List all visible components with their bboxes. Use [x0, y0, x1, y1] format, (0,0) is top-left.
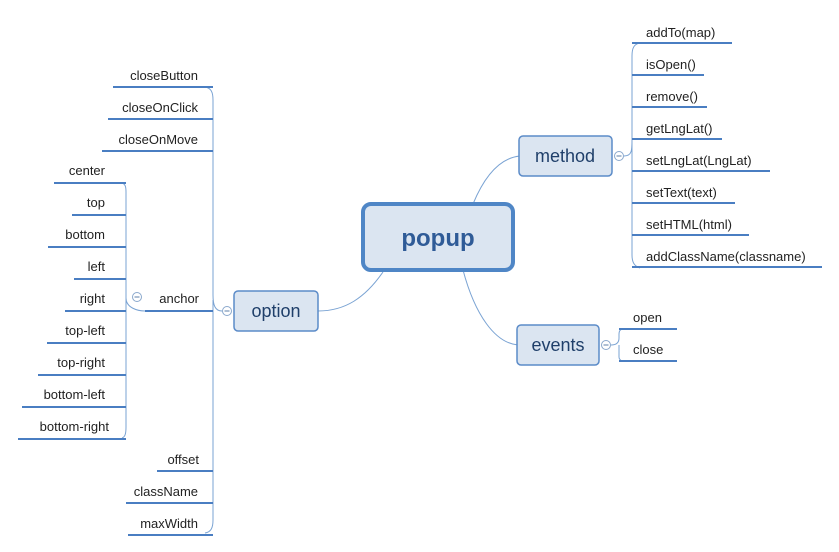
option-item-label: closeButton: [130, 68, 198, 83]
connector-root-option: [317, 271, 384, 312]
option-item-6[interactable]: className: [126, 484, 213, 504]
option-item-label: closeOnMove: [119, 132, 198, 147]
option-item-7[interactable]: maxWidth: [128, 516, 213, 536]
anchor-trunk: [121, 182, 146, 439]
option-item-3[interactable]: closeOnMove: [102, 132, 213, 152]
method-item-label: remove(): [646, 89, 698, 104]
method-collapse-toggle[interactable]: [614, 151, 624, 161]
method-item-1[interactable]: addTo(map): [632, 25, 732, 44]
method-item-7[interactable]: setHTML(html): [632, 217, 749, 236]
option-label: option: [251, 301, 300, 321]
connector-root-method: [472, 155, 521, 205]
method-item-label: addTo(map): [646, 25, 715, 40]
root-label: popup: [401, 225, 474, 252]
method-item-label: setText(text): [646, 185, 717, 200]
anchor-item-3[interactable]: bottom: [48, 227, 126, 248]
anchor-item-5[interactable]: right: [65, 291, 126, 312]
events-label: events: [531, 335, 584, 355]
anchor-item-label: top-left: [65, 323, 105, 338]
option-collapse-toggle[interactable]: [222, 306, 232, 316]
method-item-3[interactable]: remove(): [632, 89, 707, 108]
method-item-5[interactable]: setLngLat(LngLat): [632, 153, 770, 172]
events-node[interactable]: events: [516, 324, 600, 366]
events-item-1[interactable]: open: [619, 310, 677, 330]
anchor-item-4[interactable]: left: [74, 259, 126, 280]
anchor-item-label: bottom-right: [40, 419, 110, 434]
option-item-label: className: [134, 484, 198, 499]
method-label: method: [535, 146, 595, 166]
option-item-label: closeOnClick: [122, 100, 198, 115]
anchor-item-label: left: [88, 259, 106, 274]
option-trunk: [204, 86, 223, 534]
root-node[interactable]: popup: [361, 202, 515, 272]
anchor-item-7[interactable]: top-right: [38, 355, 126, 376]
method-item-2[interactable]: isOpen(): [632, 57, 704, 76]
method-node[interactable]: method: [518, 135, 613, 177]
option-item-2[interactable]: closeOnClick: [108, 100, 213, 120]
option-item-label: maxWidth: [140, 516, 198, 531]
anchor-item-label: top-right: [57, 355, 105, 370]
option-item-1[interactable]: closeButton: [113, 68, 213, 88]
events-collapse-toggle[interactable]: [601, 340, 611, 350]
method-item-label: setLngLat(LngLat): [646, 153, 752, 168]
anchor-item-8[interactable]: bottom-left: [22, 387, 126, 408]
method-item-label: getLngLat(): [646, 121, 713, 136]
anchor-item-2[interactable]: top: [72, 195, 126, 216]
anchor-item-1[interactable]: center: [54, 163, 126, 184]
anchor-item-6[interactable]: top-left: [47, 323, 126, 344]
option-item-5[interactable]: offset: [157, 452, 213, 472]
anchor-item-label: bottom-left: [44, 387, 106, 402]
option-item-anchor[interactable]: anchor: [145, 291, 213, 312]
anchor-collapse-toggle[interactable]: [132, 292, 142, 302]
method-item-label: setHTML(html): [646, 217, 732, 232]
anchor-item-label: right: [80, 291, 106, 306]
anchor-item-label: top: [87, 195, 105, 210]
events-item-label: close: [633, 342, 663, 357]
events-trunk: [610, 328, 623, 362]
option-node[interactable]: option: [233, 290, 319, 332]
anchor-label: anchor: [159, 291, 199, 306]
method-item-4[interactable]: getLngLat(): [632, 121, 722, 140]
method-item-label: isOpen(): [646, 57, 696, 72]
anchor-item-label: center: [69, 163, 106, 178]
anchor-item-label: bottom: [65, 227, 105, 242]
method-item-8[interactable]: addClassName(classname): [632, 249, 822, 268]
events-item-label: open: [633, 310, 662, 325]
option-item-label: offset: [167, 452, 199, 467]
method-item-6[interactable]: setText(text): [632, 185, 735, 204]
method-item-label: addClassName(classname): [646, 249, 806, 264]
events-item-2[interactable]: close: [619, 342, 677, 362]
anchor-item-9[interactable]: bottom-right: [18, 419, 126, 440]
connector-root-events: [462, 269, 519, 346]
